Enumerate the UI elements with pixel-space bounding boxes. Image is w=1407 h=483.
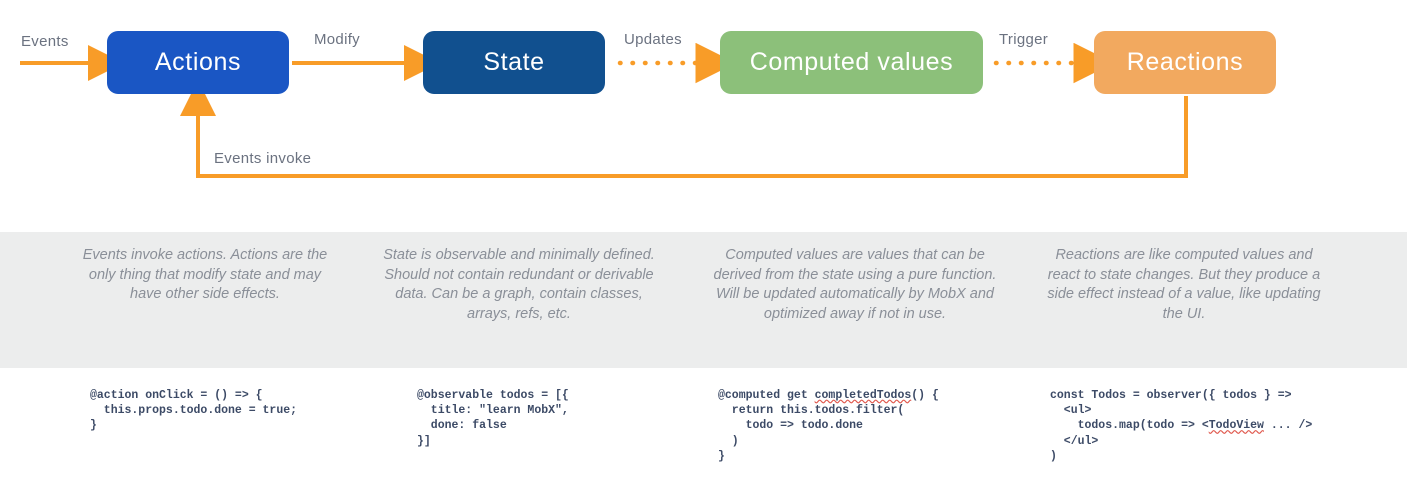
spellcheck-underline: TodoView	[1208, 419, 1264, 433]
edge-label-updates: Updates	[624, 31, 682, 48]
edge-label-events: Events	[21, 33, 69, 50]
node-state[interactable]: State	[423, 31, 605, 94]
edge-label-trigger: Trigger	[999, 31, 1049, 48]
node-reactions-label: Reactions	[1126, 48, 1244, 76]
node-state-label: State	[483, 48, 545, 76]
code-sample-computed-values: @computed get completedTodos() { return …	[718, 389, 939, 463]
spellcheck-underline: completedTodos	[814, 389, 912, 402]
description-state: State is observable and minimally define…	[383, 247, 655, 322]
edge-events-invoke	[180, 80, 1188, 178]
edge-label-modify: Modify	[314, 31, 360, 48]
description-band: Events invoke actions. Actions are the o…	[0, 232, 1407, 368]
description-actions: Events invoke actions. Actions are the o…	[82, 247, 328, 302]
node-computed-values-label: Computed values	[749, 48, 954, 76]
edge-label-events-invoke: Events invoke	[214, 150, 312, 167]
code-sample-reactions: const Todos = observer({ todos } => <ul>…	[1050, 389, 1313, 463]
node-actions[interactable]: Actions	[107, 31, 289, 94]
code-sample-state: @observable todos = [{ title: "learn Mob…	[417, 389, 569, 448]
node-computed-values[interactable]: Computed values	[720, 31, 983, 94]
node-actions-label: Actions	[154, 48, 242, 76]
description-computed-values: Computed values are values that can be d…	[713, 247, 997, 322]
node-reactions[interactable]: Reactions	[1094, 31, 1276, 94]
flow-arrows	[20, 42, 1188, 178]
description-reactions: Reactions are like computed values and r…	[1047, 247, 1321, 322]
code-sample-actions: @action onClick = () => { this.props.tod…	[90, 389, 298, 433]
